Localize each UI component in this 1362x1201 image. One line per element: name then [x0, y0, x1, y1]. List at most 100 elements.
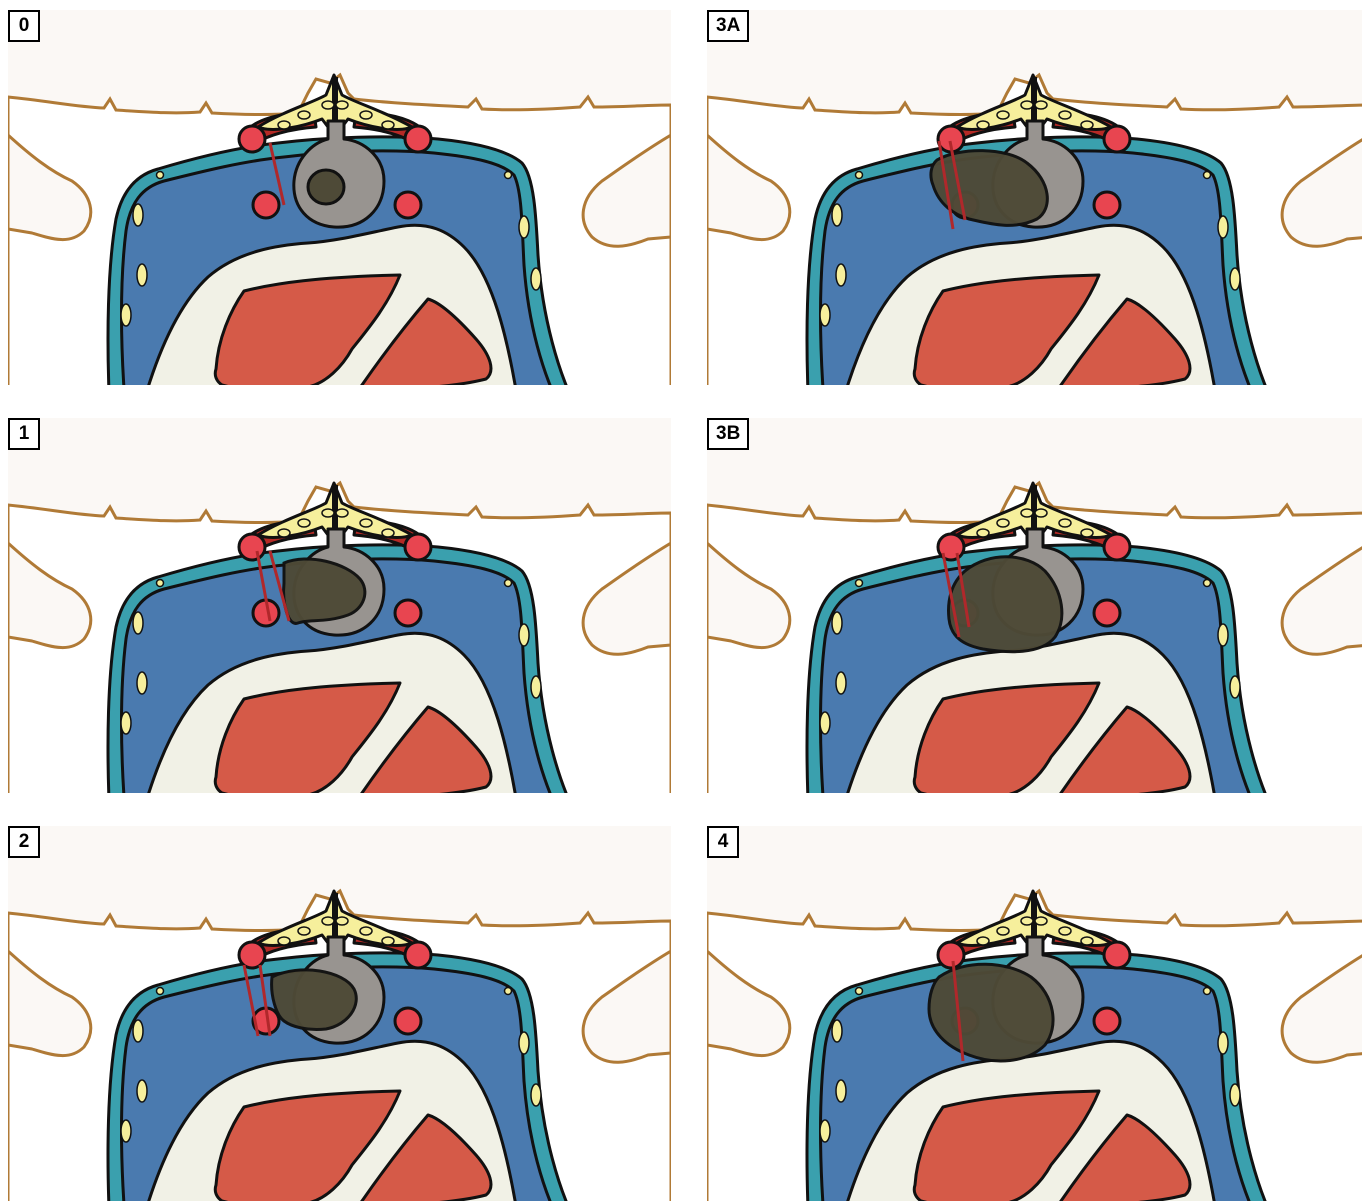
- red-node-upper-right: [1104, 942, 1130, 968]
- small-node: [1204, 172, 1211, 179]
- small-node: [137, 264, 147, 286]
- bone-hole: [977, 937, 989, 945]
- small-node: [820, 304, 830, 326]
- bone-hole: [977, 121, 989, 129]
- small-node: [137, 672, 147, 694]
- red-node-lower-right: [1094, 1008, 1120, 1034]
- bone-hole: [1035, 101, 1047, 109]
- small-node: [832, 1020, 842, 1042]
- bone-hole: [382, 121, 394, 129]
- panel-label: 0: [8, 10, 40, 42]
- mass: [308, 170, 344, 204]
- red-node-lower-right: [395, 192, 421, 218]
- small-node: [519, 216, 529, 238]
- red-node-lower-right: [1094, 192, 1120, 218]
- red-node-upper-right: [405, 534, 431, 560]
- small-node: [157, 988, 164, 995]
- small-node: [836, 1080, 846, 1102]
- bone-hole: [1021, 101, 1033, 109]
- red-node-upper-right: [1104, 534, 1130, 560]
- small-node: [836, 672, 846, 694]
- bone-hole: [1081, 529, 1093, 537]
- bone-hole: [278, 937, 290, 945]
- small-node: [505, 988, 512, 995]
- red-node-upper-left: [239, 942, 265, 968]
- small-node: [836, 264, 846, 286]
- red-node-lower-right: [395, 600, 421, 626]
- panel-stage-3a: 3A: [707, 10, 1362, 385]
- bone-hole: [997, 519, 1009, 527]
- small-node: [856, 580, 863, 587]
- bone-hole: [336, 509, 348, 517]
- small-node: [133, 204, 143, 226]
- small-node: [832, 204, 842, 226]
- small-node: [1204, 988, 1211, 995]
- cross-section-diagram: [707, 826, 1362, 1201]
- bone-hole: [322, 509, 334, 517]
- red-node-lower-left: [253, 192, 279, 218]
- red-node-upper-right: [405, 942, 431, 968]
- small-node: [531, 268, 541, 290]
- cross-section-diagram: [8, 826, 671, 1201]
- red-node-lower-right: [1094, 600, 1120, 626]
- panel-stage-1: 1: [8, 418, 671, 793]
- small-node: [121, 1120, 131, 1142]
- red-node-upper-left: [938, 942, 964, 968]
- cross-section-diagram: [707, 418, 1362, 793]
- bone-hole: [278, 121, 290, 129]
- red-node-upper-left: [938, 534, 964, 560]
- bone-hole: [1021, 509, 1033, 517]
- small-node: [856, 172, 863, 179]
- bone-hole: [997, 111, 1009, 119]
- bone-hole: [1081, 121, 1093, 129]
- small-node: [832, 612, 842, 634]
- cross-section-diagram: [8, 418, 671, 793]
- panel-stage-3b: 3B: [707, 418, 1362, 793]
- panel-label: 3B: [707, 418, 749, 450]
- small-node: [1218, 1032, 1228, 1054]
- red-node-lower-right: [395, 1008, 421, 1034]
- bone-hole: [322, 101, 334, 109]
- small-node: [1218, 216, 1228, 238]
- bone-hole: [1059, 927, 1071, 935]
- bone-hole: [322, 917, 334, 925]
- bone-hole: [278, 529, 290, 537]
- small-node: [505, 580, 512, 587]
- panel-stage-2: 2: [8, 826, 671, 1201]
- panel-label: 4: [707, 826, 739, 858]
- small-node: [1230, 268, 1240, 290]
- panel-stage-0: 0: [8, 10, 671, 385]
- small-node: [820, 712, 830, 734]
- bone-hole: [382, 937, 394, 945]
- bone-hole: [1059, 111, 1071, 119]
- small-node: [157, 172, 164, 179]
- bone-hole: [360, 519, 372, 527]
- red-node-upper-left: [239, 126, 265, 152]
- cross-section-diagram: [707, 10, 1362, 385]
- panel-label: 2: [8, 826, 40, 858]
- small-node: [1204, 580, 1211, 587]
- small-node: [121, 712, 131, 734]
- red-node-upper-right: [1104, 126, 1130, 152]
- small-node: [531, 1084, 541, 1106]
- bone-hole: [1035, 509, 1047, 517]
- small-node: [856, 988, 863, 995]
- small-node: [121, 304, 131, 326]
- small-node: [133, 612, 143, 634]
- bone-hole: [1035, 917, 1047, 925]
- small-node: [531, 676, 541, 698]
- bone-hole: [1021, 917, 1033, 925]
- small-node: [519, 624, 529, 646]
- bone-hole: [1059, 519, 1071, 527]
- bone-hole: [1081, 937, 1093, 945]
- bone-hole: [298, 927, 310, 935]
- panel-label: 1: [8, 418, 40, 450]
- cross-section-diagram: [8, 10, 671, 385]
- bone-hole: [360, 927, 372, 935]
- bone-hole: [298, 519, 310, 527]
- bone-hole: [997, 927, 1009, 935]
- bone-hole: [298, 111, 310, 119]
- bone-hole: [382, 529, 394, 537]
- small-node: [133, 1020, 143, 1042]
- bone-hole: [977, 529, 989, 537]
